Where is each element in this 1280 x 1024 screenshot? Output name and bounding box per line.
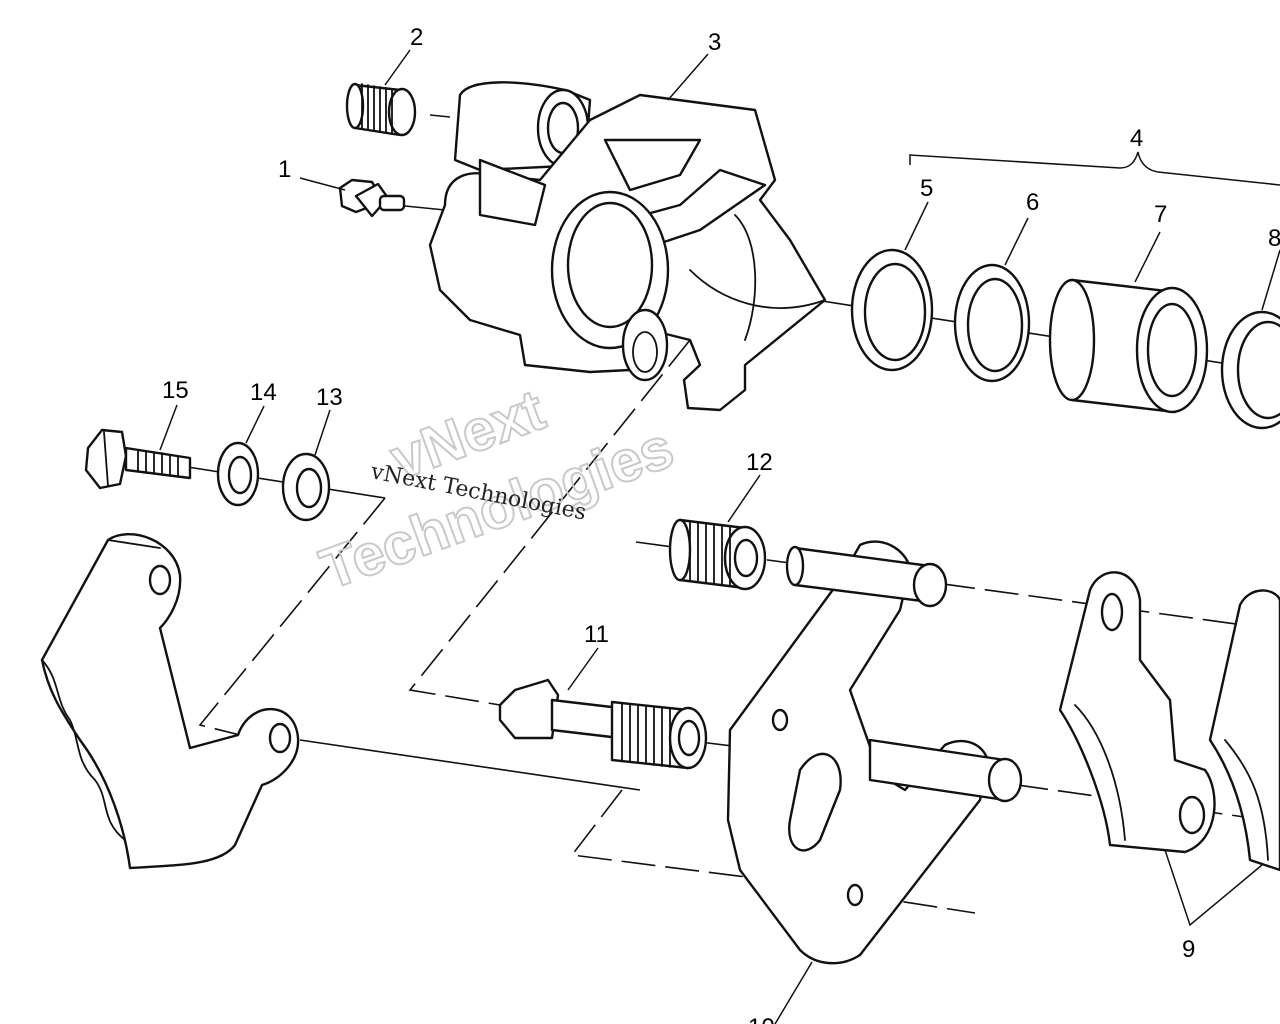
callout-12: 12 xyxy=(746,449,773,476)
part-14-lock-washer xyxy=(216,441,260,507)
callout-8: 8 xyxy=(1268,225,1280,252)
callout-6: 6 xyxy=(1026,189,1039,216)
callout-14: 14 xyxy=(250,379,277,406)
part-3-caliper-body xyxy=(428,81,827,412)
mounting-bracket xyxy=(40,533,300,870)
watermark: vNext Technologies vNext Technologies xyxy=(311,376,682,603)
part-13-flat-washer xyxy=(281,452,331,522)
callout-15: 15 xyxy=(162,377,189,404)
callout-13: 13 xyxy=(316,384,343,411)
callout-3: 3 xyxy=(708,29,721,56)
callout-4: 4 xyxy=(1130,125,1143,152)
callout-7: 7 xyxy=(1154,201,1167,228)
callout-10: 10 xyxy=(748,1014,775,1024)
part-12-boot xyxy=(668,518,767,591)
callout-1: 1 xyxy=(278,156,291,183)
leader-lines xyxy=(159,49,1280,1024)
callout-labels: 1 2 3 4 5 6 7 8 9 10 11 12 13 14 15 xyxy=(162,24,1280,1024)
part-5-seal xyxy=(850,248,934,372)
part-2-threaded-plug xyxy=(345,82,417,137)
part-6-o-ring xyxy=(953,263,1031,383)
part-15-bolt xyxy=(84,428,192,490)
callout-2: 2 xyxy=(410,24,423,51)
callout-9: 9 xyxy=(1182,936,1195,963)
part-8-component xyxy=(1220,310,1280,430)
part-9-brake-pads xyxy=(1058,571,1280,872)
part-1-bleeder-valve xyxy=(338,178,406,218)
part-11-guide-pin xyxy=(498,678,708,770)
part-10-caliper-bracket xyxy=(726,540,1023,965)
part-7-piston xyxy=(1048,278,1209,414)
callout-5: 5 xyxy=(920,175,933,202)
callout-11: 11 xyxy=(584,621,609,648)
